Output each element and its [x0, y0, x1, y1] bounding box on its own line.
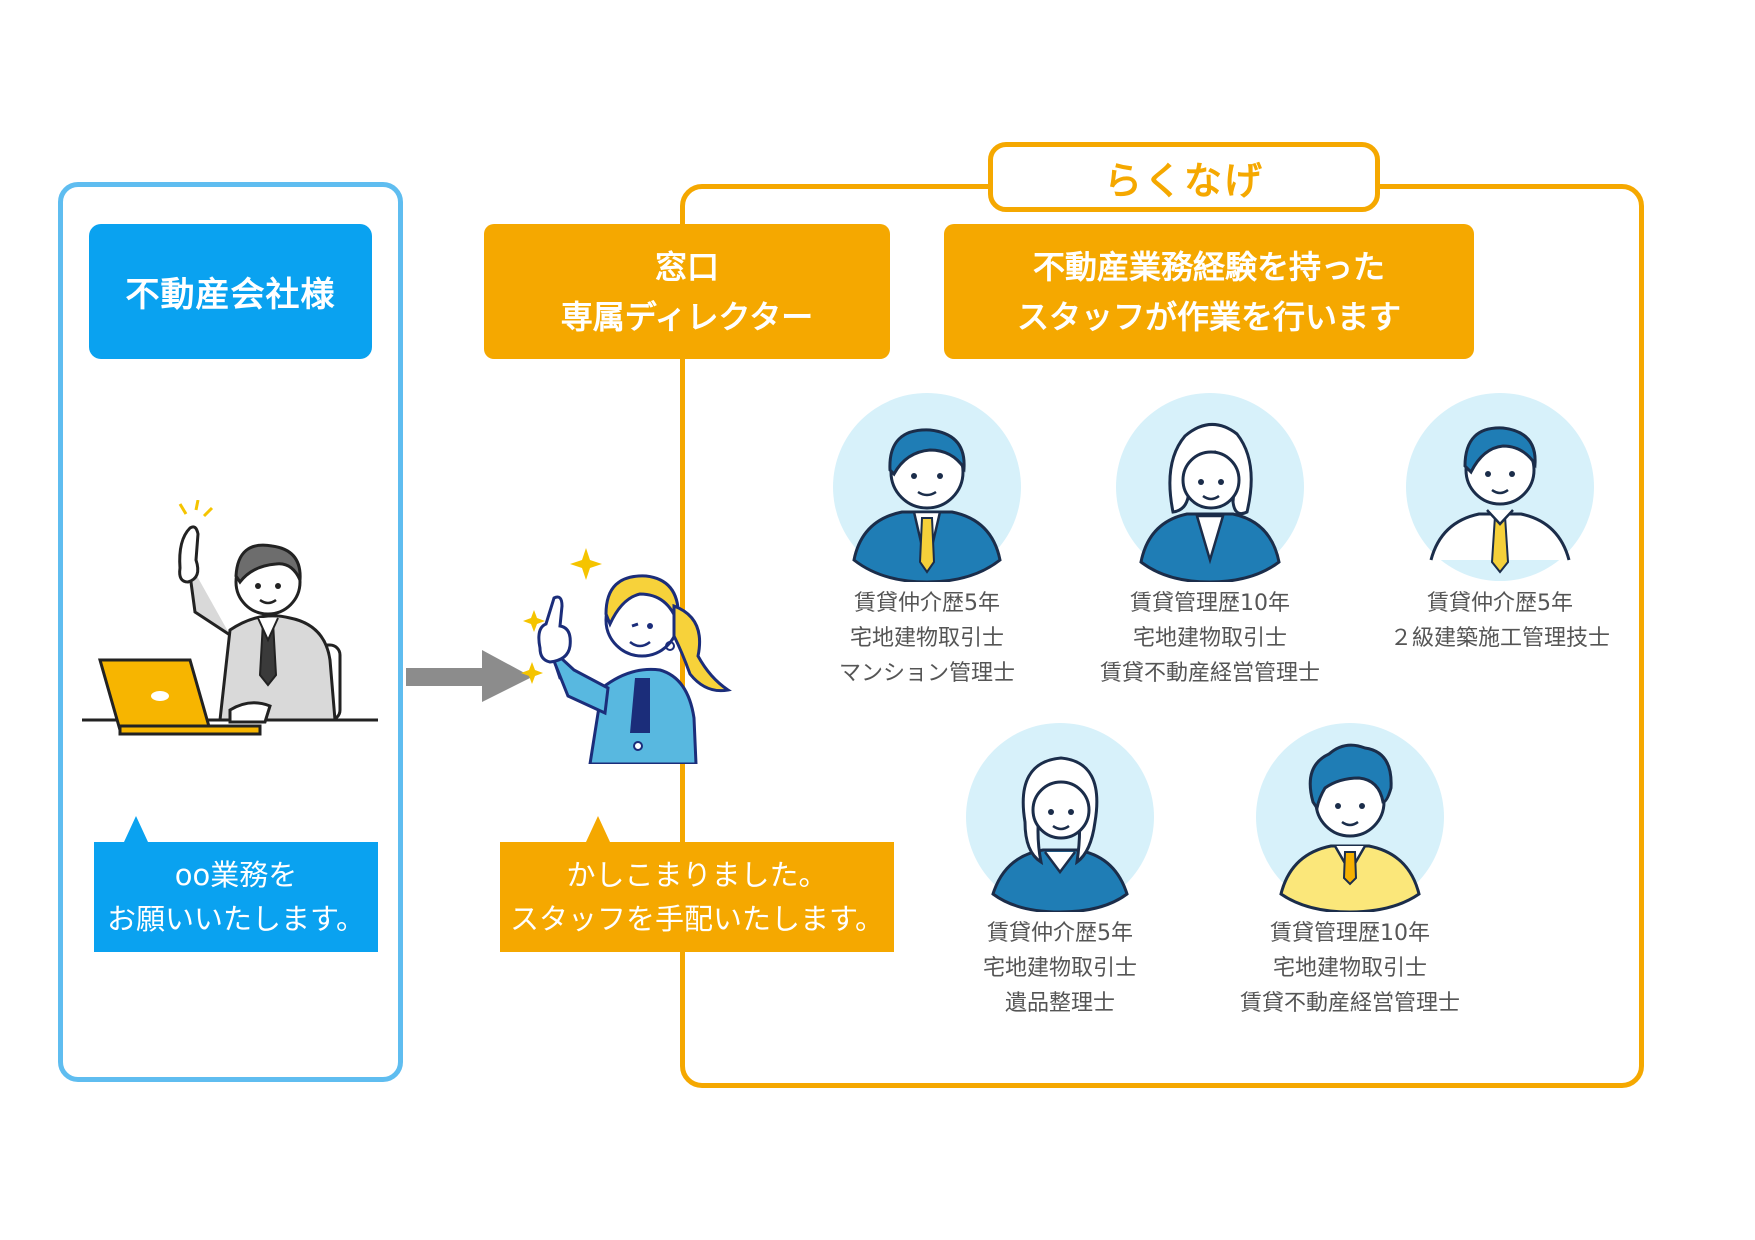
client-speech-bubble: oo業務を お願いいたします。	[94, 842, 378, 952]
staff-qualification: 宅地建物取引士	[982, 956, 1137, 981]
staff-qualification: 賃貸不動産経営管理士	[1239, 991, 1460, 1016]
director-title: 窓口 専属ディレクター	[484, 224, 890, 359]
staff-title-line2: スタッフが作業を行います	[1016, 297, 1401, 336]
staff-qualification: 賃貸仲介歴5年	[987, 921, 1133, 946]
staff-qualification: 賃貸管理歴10年	[1270, 921, 1430, 946]
right-arrow-icon	[406, 650, 532, 702]
director-bubble-tail	[586, 816, 610, 842]
staff-qualification: 賃貸仲介歴5年	[1427, 591, 1573, 616]
client-bubble-tail	[124, 816, 148, 842]
rakunage-label: らくなげ	[988, 142, 1380, 212]
businessman-laptop-illustration	[82, 500, 378, 736]
staff-card: 賃貸仲介歴5年 宅地建物取引士 遺品整理士	[930, 722, 1190, 1021]
client-title: 不動産会社様	[89, 224, 372, 359]
director-title-line2: 専属ディレクター	[560, 297, 814, 336]
woman-long-hair-icon	[966, 723, 1154, 912]
staff-title-line1: 不動産業務経験を持った	[1032, 247, 1385, 286]
man-sweater-icon	[1256, 723, 1444, 912]
client-panel	[58, 182, 403, 1082]
director-thumbs-up-illustration	[521, 548, 732, 764]
staff-card: 賃貸仲介歴5年 ２級建築施工管理技士	[1370, 392, 1630, 656]
director-bubble-line2: スタッフを手配いたします。	[509, 902, 885, 936]
director-speech-bubble: かしこまりました。 スタッフを手配いたします。	[500, 842, 894, 952]
staff-qualification: 宅地建物取引士	[1132, 626, 1287, 651]
staff-card: 賃貸管理歴10年 宅地建物取引士 賃貸不動産経営管理士	[1220, 722, 1480, 1021]
man-shirt-icon	[1406, 393, 1594, 581]
staff-qualification: 賃貸不動産経営管理士	[1099, 661, 1320, 686]
staff-qualification: マンション管理士	[838, 661, 1015, 686]
client-bubble-line1: oo業務を	[174, 858, 298, 892]
staff-qualification: 宅地建物取引士	[849, 626, 1004, 651]
staff-title: 不動産業務経験を持った スタッフが作業を行います	[944, 224, 1474, 359]
staff-qualification: ２級建築施工管理技士	[1389, 626, 1610, 651]
staff-qualification: 宅地建物取引士	[1272, 956, 1427, 981]
woman-suit-icon	[1116, 393, 1304, 582]
staff-card: 賃貸管理歴10年 宅地建物取引士 賃貸不動産経営管理士	[1080, 392, 1340, 691]
staff-card: 賃貸仲介歴5年 宅地建物取引士 マンション管理士	[797, 392, 1057, 691]
man-suit-icon	[833, 393, 1021, 582]
client-bubble-line2: お願いいたします。	[106, 902, 366, 936]
director-bubble-line1: かしこまりました。	[566, 858, 828, 892]
staff-qualification: 賃貸仲介歴5年	[854, 591, 1000, 616]
staff-qualification: 賃貸管理歴10年	[1130, 591, 1290, 616]
staff-qualification: 遺品整理士	[1004, 991, 1115, 1016]
director-title-line1: 窓口	[654, 247, 719, 286]
